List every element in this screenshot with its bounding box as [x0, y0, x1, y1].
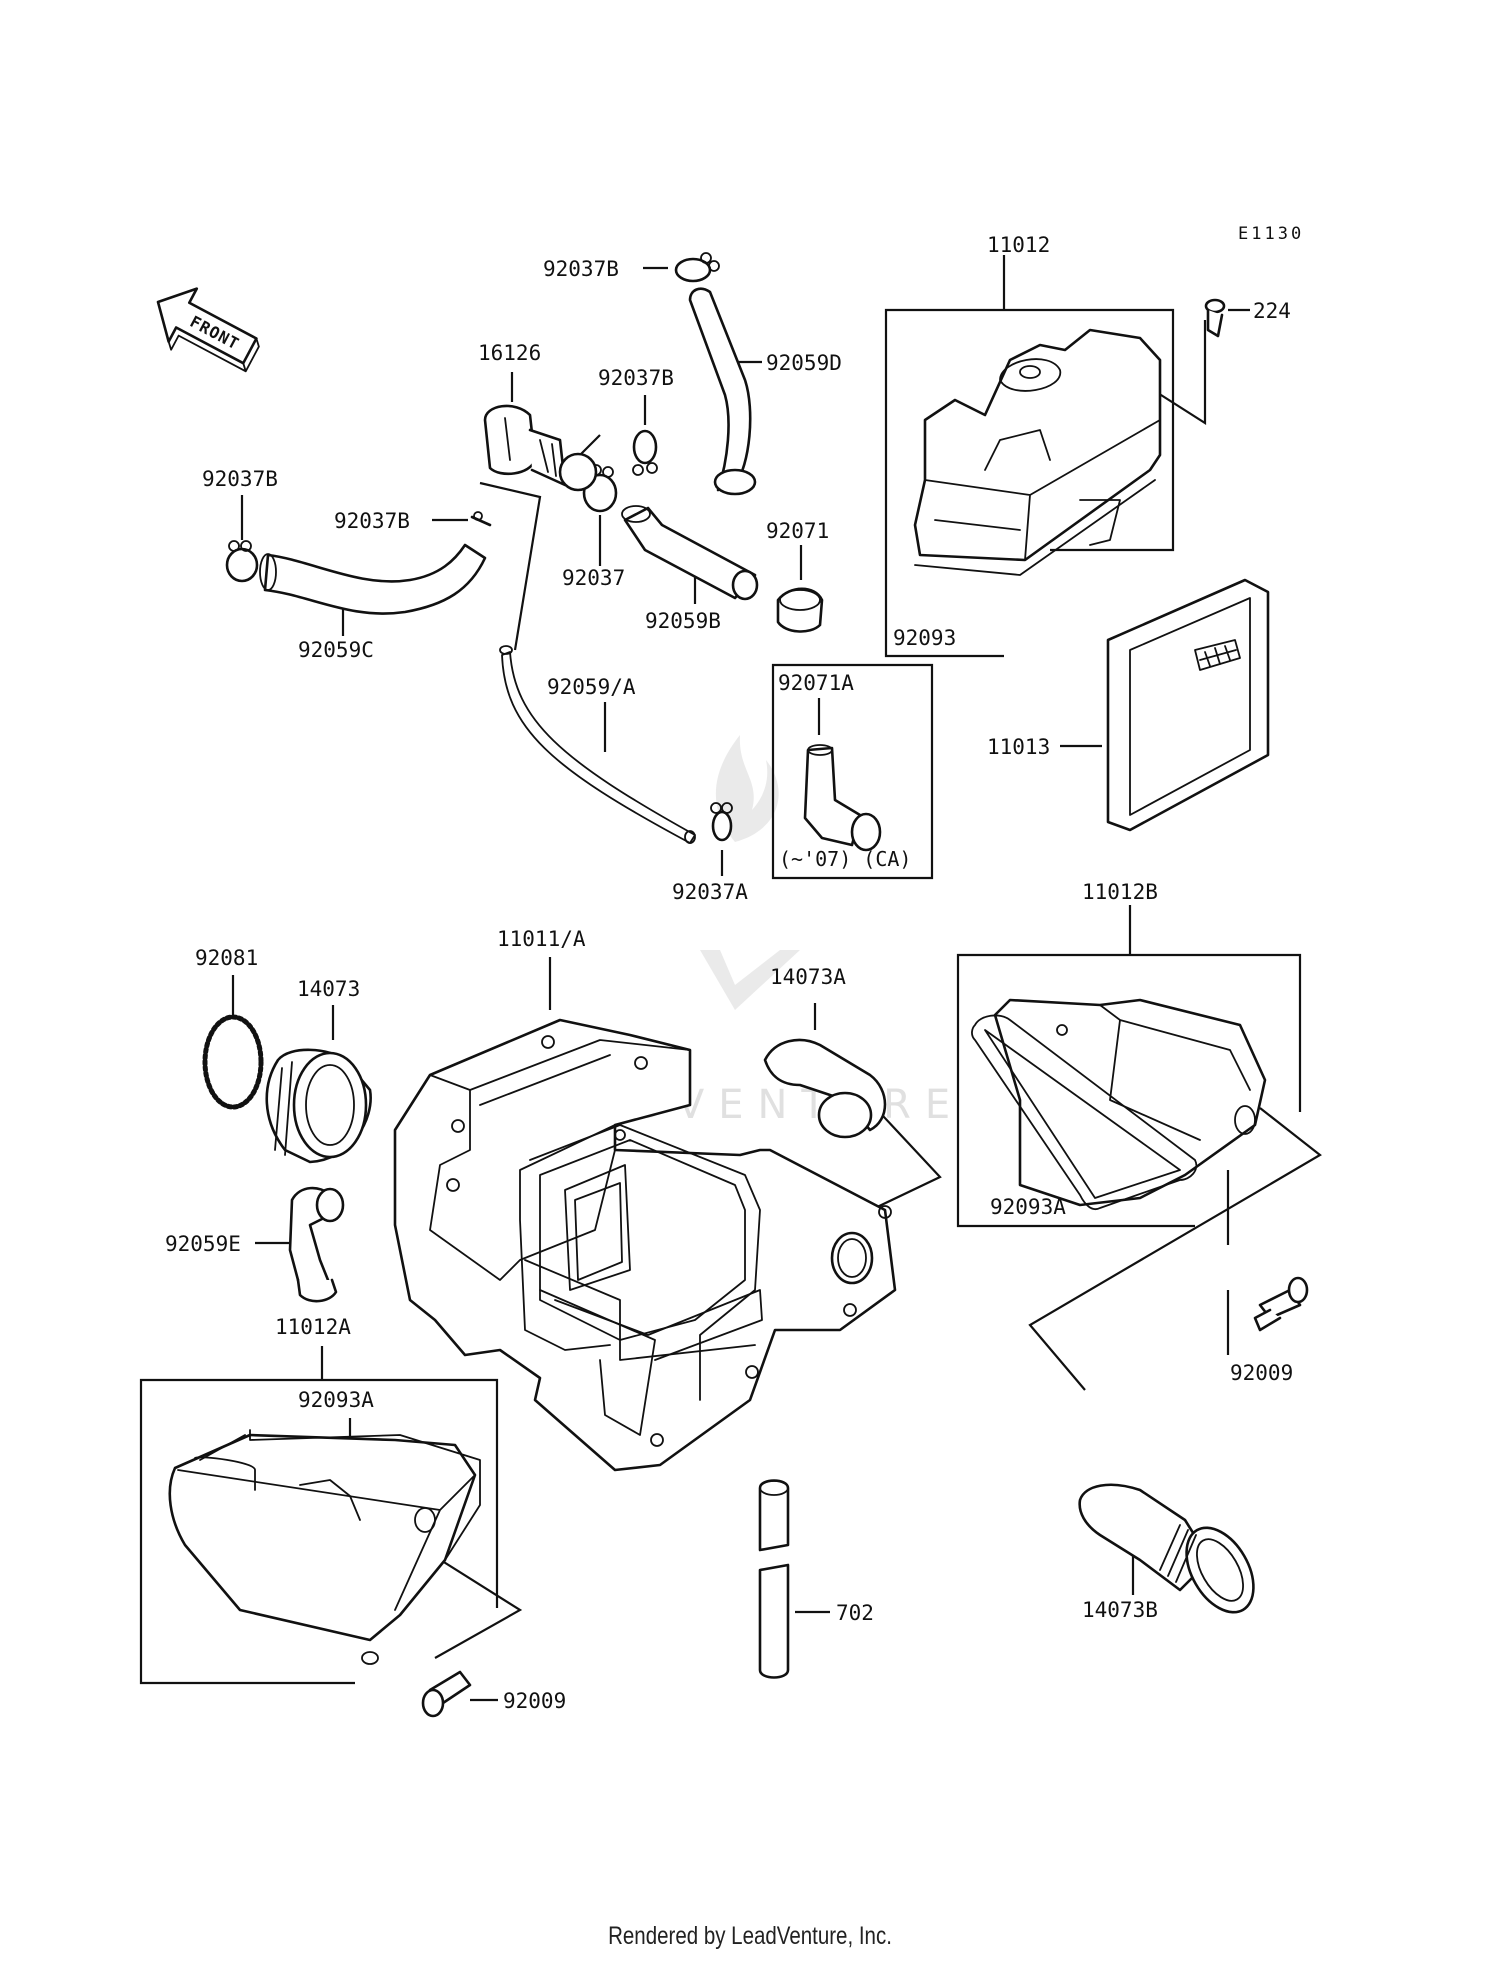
- label-14073A: 14073A: [770, 965, 846, 989]
- label-11012A: 11012A: [275, 1315, 351, 1339]
- label-92037B-hose: 92037B: [334, 509, 410, 533]
- part-224-bolt: [1204, 298, 1226, 338]
- label-16126: 16126: [478, 341, 541, 365]
- part-702-tube: [758, 1479, 790, 1679]
- part-92037B-clamp-small: [470, 511, 492, 527]
- label-92059B: 92059B: [645, 609, 721, 633]
- label-92059A: 92059/A: [547, 675, 636, 699]
- part-92059C-hose: [259, 543, 487, 615]
- part-labels: 11012 224 92037B 92059D 16126 92037B 920…: [165, 233, 1293, 1713]
- part-11012A-cover: [168, 1429, 481, 1665]
- footer-credit: Rendered by LeadVenture, Inc.: [608, 1922, 892, 1950]
- label-92009-right: 92009: [1230, 1361, 1293, 1385]
- part-92059A-hose: [499, 645, 696, 844]
- label-92071: 92071: [766, 519, 829, 543]
- part-92009-bolt-bottom: [421, 1670, 472, 1718]
- part-92037B-clamp-left: [225, 540, 259, 583]
- label-92037A: 92037A: [672, 880, 748, 904]
- label-92093: 92093: [893, 626, 956, 650]
- label-11012B: 11012B: [1082, 880, 1158, 904]
- part-92059B-hose: [621, 505, 759, 601]
- label-92059D: 92059D: [766, 351, 842, 375]
- label-92071A-note: (~'07) (CA): [779, 847, 911, 871]
- part-92071-grommet: [776, 587, 824, 633]
- part-11013-filter: [1106, 578, 1270, 832]
- label-92009-bottom: 92009: [503, 1689, 566, 1713]
- label-92081: 92081: [195, 946, 258, 970]
- label-92059E: 92059E: [165, 1232, 241, 1256]
- leader-lines: [139, 255, 1322, 1702]
- part-92081-spring: [202, 1014, 264, 1110]
- part-92071A-fitting: [803, 744, 882, 852]
- part-92037B-clamp-mid: [632, 429, 658, 476]
- label-11013: 11013: [987, 735, 1050, 759]
- front-arrow-icon: FRONT: [156, 287, 260, 373]
- label-92059C: 92059C: [298, 638, 374, 662]
- part-92059E-elbow: [288, 1186, 345, 1303]
- part-14073B-duct: [1078, 1483, 1255, 1614]
- label-11011A: 11011/A: [497, 927, 586, 951]
- part-16126-valve: [483, 404, 598, 492]
- label-14073: 14073: [297, 977, 360, 1001]
- label-11012: 11012: [987, 233, 1050, 257]
- part-14073A-duct: [763, 1038, 887, 1139]
- label-92037B-mid: 92037B: [598, 366, 674, 390]
- part-11011A-air-box: [393, 1018, 897, 1472]
- label-702: 702: [836, 1601, 874, 1625]
- label-14073B: 14073B: [1082, 1598, 1158, 1622]
- part-92037B-clamp-top: [674, 252, 720, 283]
- part-11012B-cover: [971, 998, 1267, 1210]
- label-92037: 92037: [562, 566, 625, 590]
- part-92009-bolt-right: [1253, 1276, 1309, 1332]
- label-92037B-top: 92037B: [543, 257, 619, 281]
- label-92071A: 92071A: [778, 671, 854, 695]
- part-92059D-hose: [688, 287, 757, 496]
- diagram-code: E1130: [1238, 224, 1304, 244]
- label-92037B-left: 92037B: [202, 467, 278, 491]
- part-11012-cover: [913, 328, 1162, 576]
- label-92093A-right: 92093A: [990, 1195, 1066, 1219]
- label-224: 224: [1253, 299, 1291, 323]
- label-92093A-left: 92093A: [298, 1388, 374, 1412]
- part-14073-duct: [265, 1048, 372, 1164]
- part-92037A-clamp: [710, 802, 733, 842]
